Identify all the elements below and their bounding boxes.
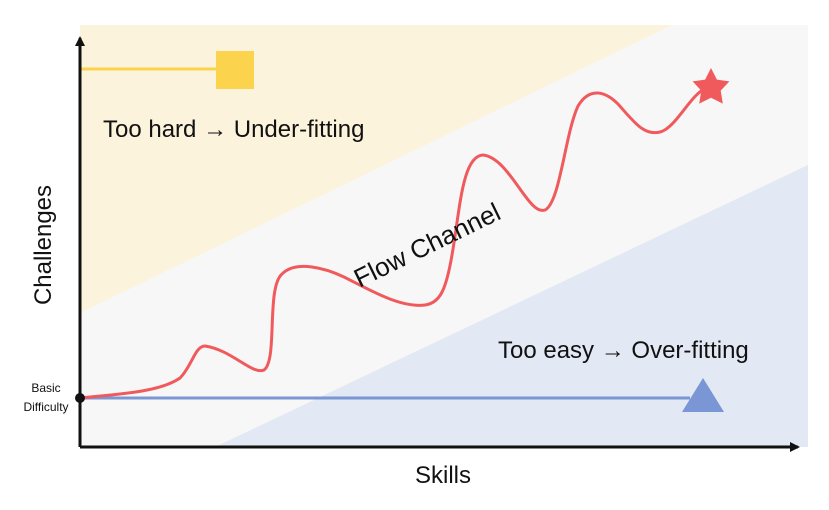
- star-icon: [692, 68, 730, 104]
- too-easy-label: Too easy → Over-fitting: [498, 337, 749, 364]
- too-hard-zone: [80, 25, 672, 313]
- triangle-icon: [682, 378, 724, 412]
- difficulty-label: Difficulty: [23, 400, 68, 414]
- basic-label: Basic: [31, 381, 60, 395]
- too-easy-zone: [215, 165, 808, 447]
- learning-path: [78, 86, 708, 400]
- square-icon: [216, 51, 254, 89]
- y-axis-label: Challenges: [30, 185, 57, 305]
- x-axis-label: Skills: [415, 462, 471, 489]
- origin-dot: [75, 393, 85, 403]
- too-hard-label: Too hard → Under-fitting: [103, 116, 364, 143]
